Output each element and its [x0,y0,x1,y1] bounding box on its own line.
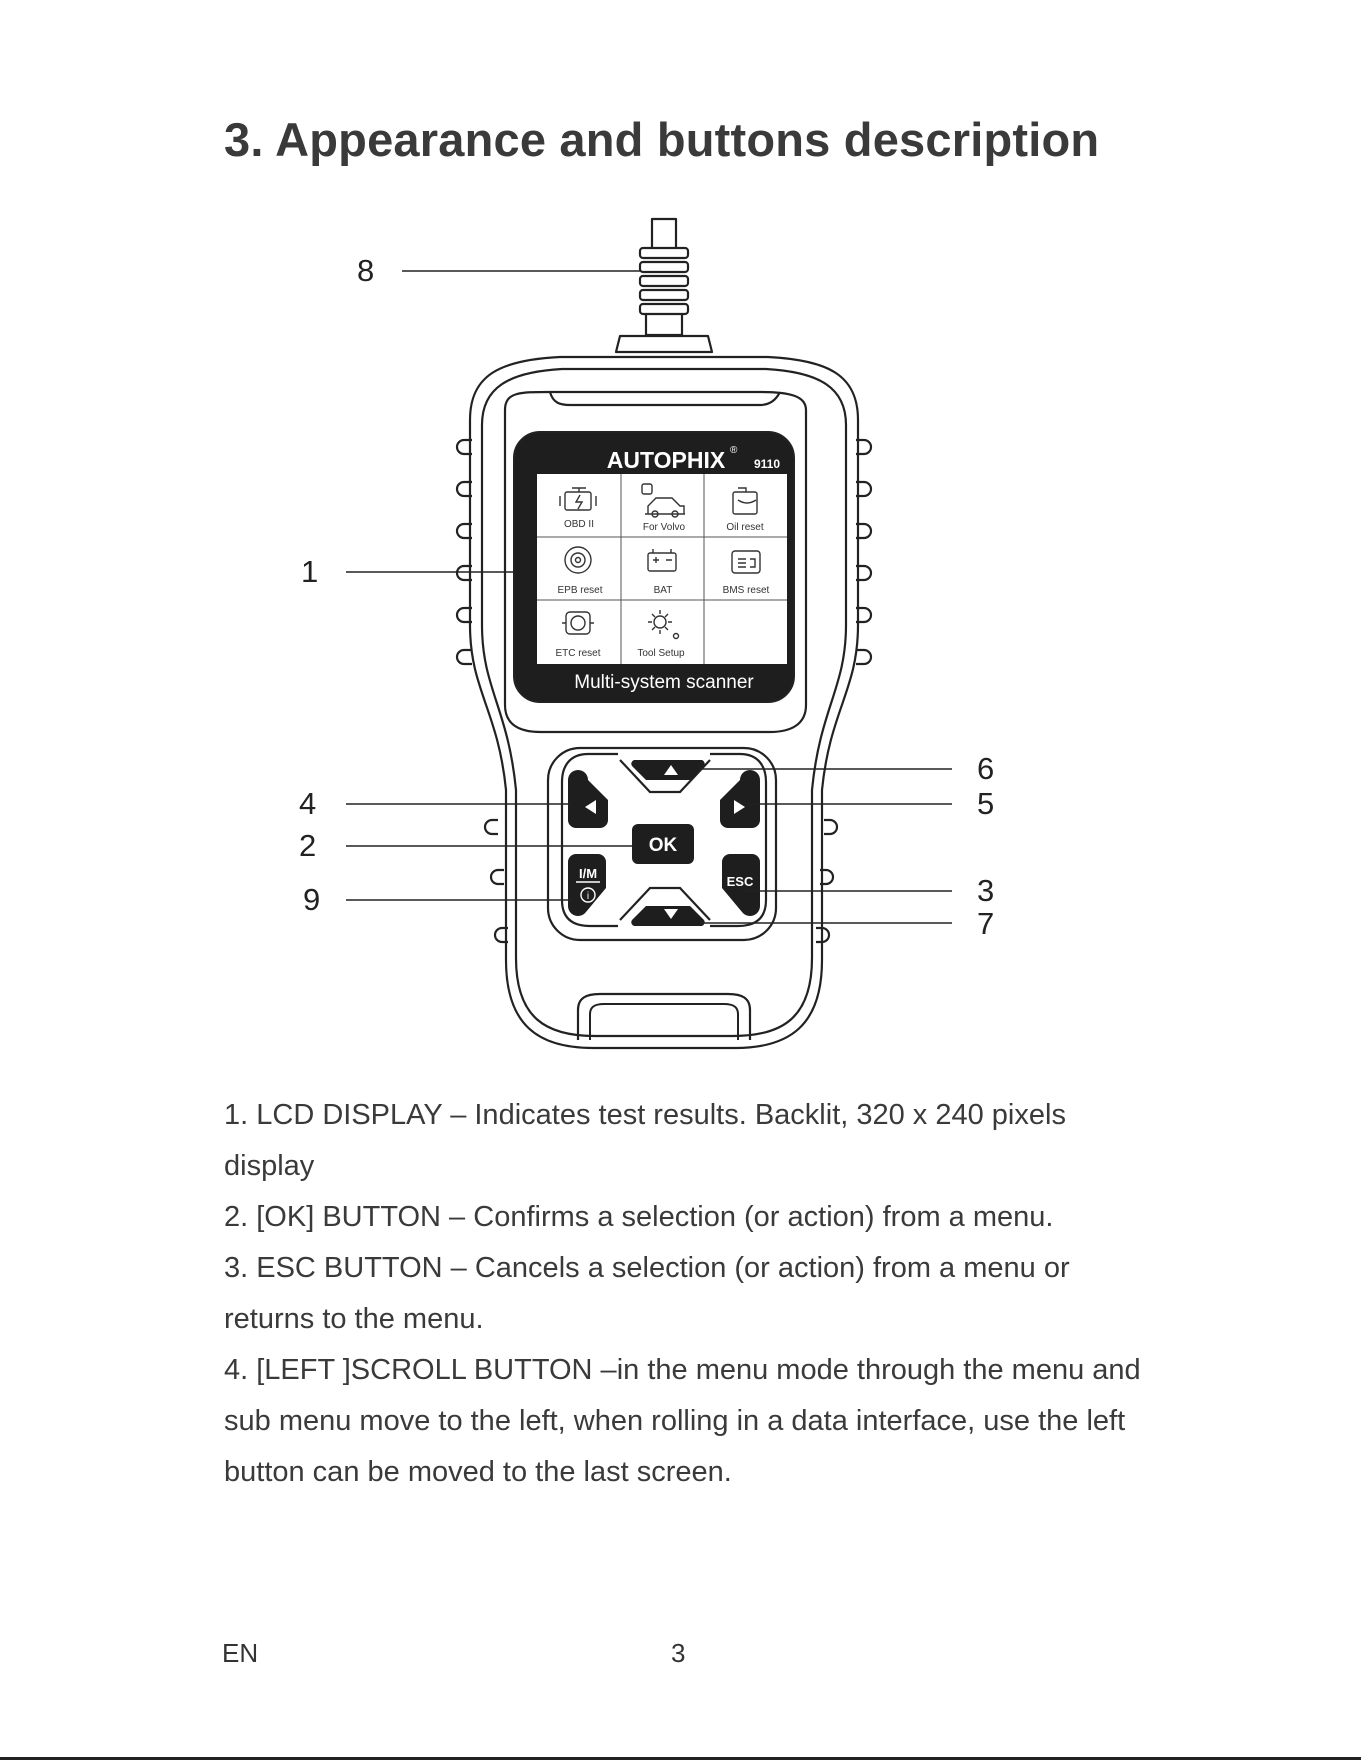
callout-5: 5 [977,786,994,821]
up-button[interactable] [631,760,705,780]
callout-1: 1 [301,554,318,589]
button-descriptions: 1. LCD DISPLAY – Indicates test results.… [224,1090,1144,1498]
oil-can-icon [732,487,758,515]
bottom-rule [0,1757,1361,1760]
lcd-display [537,474,787,664]
description-item: 3. ESC BUTTON – Cancels a selection (or … [224,1252,1070,1335]
registered-mark: ® [730,445,738,456]
scanner-diagram: AUTOPHIX ® 9110 [299,217,994,1050]
down-arrow-icon [664,909,678,919]
callout-6: 6 [977,751,994,786]
left-button[interactable] [568,770,608,828]
info-icon [580,887,596,903]
menu-label-bat: BAT [654,585,673,596]
menu-label-obd2: OBD II [564,519,594,530]
callout-9: 9 [303,882,320,917]
description-item: 2. [OK] BUTTON – Confirms a selection (o… [224,1201,1054,1233]
svg-text:ESC: ESC [727,874,754,889]
footer-language: EN [222,1638,259,1668]
left-arrow-icon [585,800,596,814]
car-icon [641,483,685,518]
right-grips [816,438,873,944]
callout-4: 4 [299,786,316,821]
menu-label-oil-reset: Oil reset [726,522,763,533]
menu-label-bms-reset: BMS reset [723,585,770,596]
description-item: 1. LCD DISPLAY – Indicates test results.… [224,1099,1066,1182]
im-label: I/M [579,866,597,881]
button-panel [546,746,778,942]
up-arrow-icon [664,765,678,775]
footer-page-number: 3 [671,1638,686,1668]
svg-text:i: i [587,891,589,902]
throttle-icon [562,611,594,635]
menu-label-etc-reset: ETC reset [555,648,600,659]
im-info-button[interactable]: I/M i [568,854,606,917]
brake-disc-icon [564,546,592,574]
right-arrow-icon [734,800,745,814]
battery-icon [647,549,677,572]
callout-2: 2 [299,828,316,863]
ok-button[interactable]: OK [632,824,694,864]
bms-icon [731,550,761,574]
callout-3: 3 [977,873,994,908]
svg-text:OK: OK [649,835,678,856]
device-housing [468,355,860,1050]
callout-7: 7 [977,906,994,941]
menu-label-for-volvo: For Volvo [643,522,686,533]
model-number: 9110 [754,457,780,471]
page-title: 3. Appearance and buttons description [224,113,1100,166]
engine-icon [559,487,597,511]
callout-8: 8 [357,253,374,288]
screen-caption: Multi-system scanner [574,672,754,693]
brand-name: AUTOPHIX [607,447,726,473]
esc-button[interactable]: ESC [722,854,760,916]
right-button[interactable] [720,770,760,828]
gear-icon [648,610,680,640]
menu-label-tool-setup: Tool Setup [637,648,685,659]
left-grips [455,438,508,944]
menu-label-epb-reset: EPB reset [557,585,602,596]
obd-connector [614,217,714,354]
description-item: 4. [LEFT ]SCROLL BUTTON –in the menu mod… [224,1354,1141,1488]
down-button[interactable] [631,906,705,926]
